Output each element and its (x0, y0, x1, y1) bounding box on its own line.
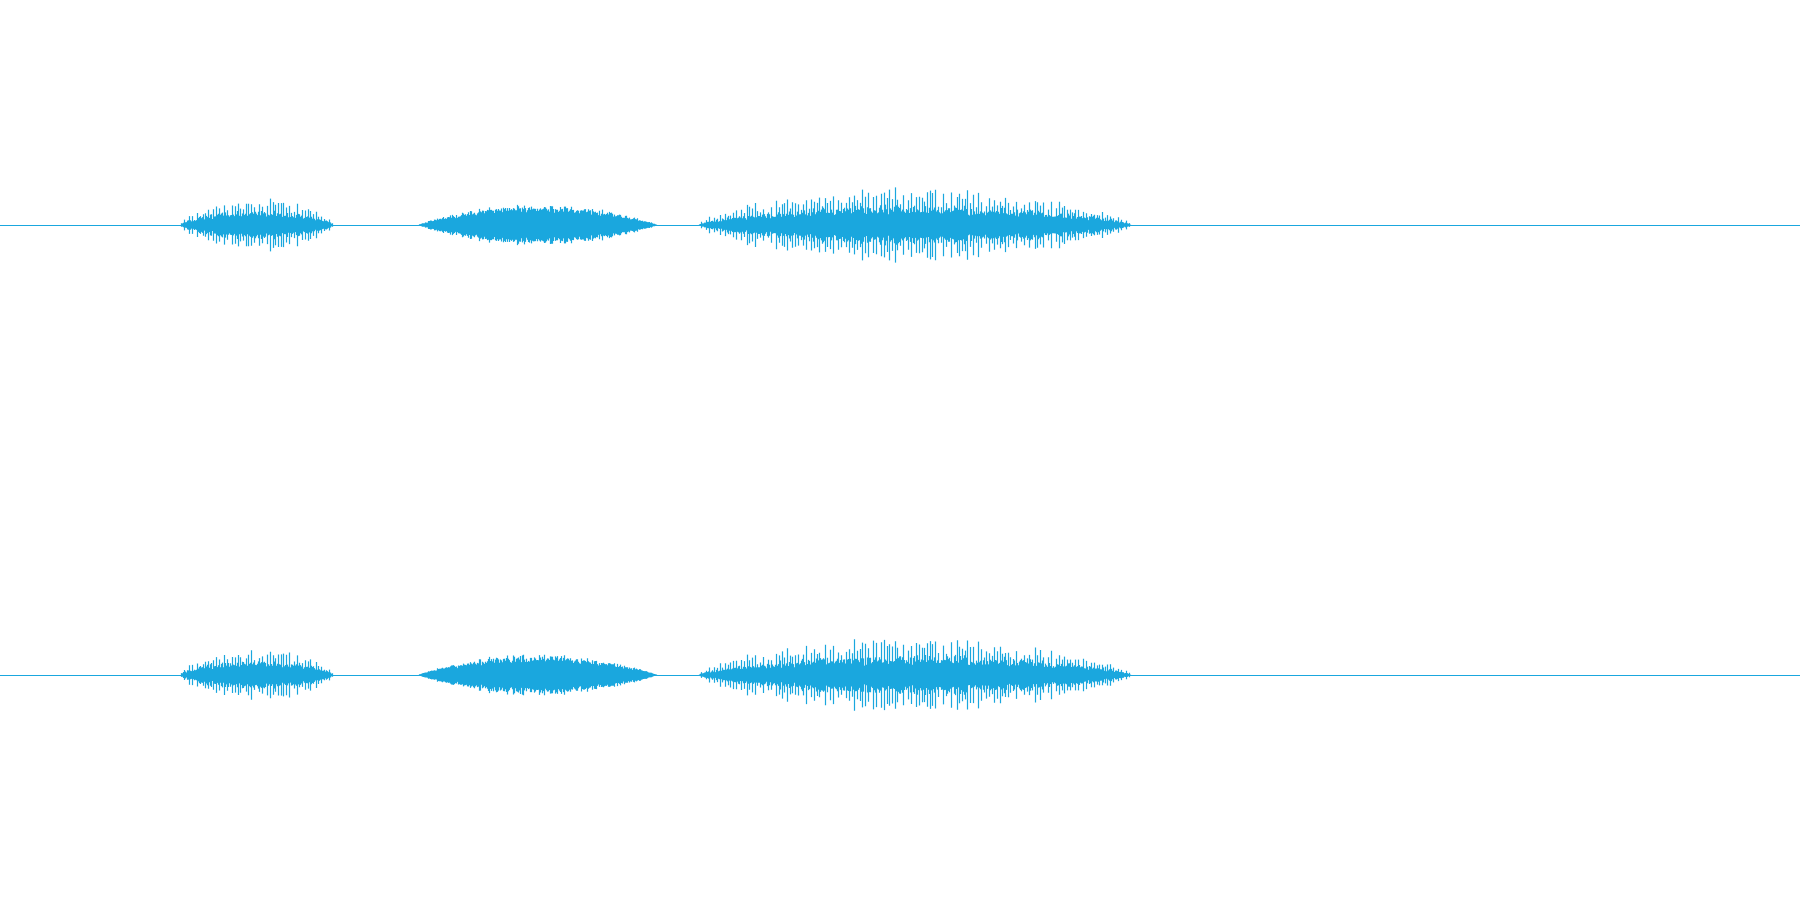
waveform-amplitude (180, 639, 1132, 711)
waveform-channel-1 (0, 187, 1800, 263)
waveform-channel-2 (0, 639, 1800, 711)
waveform-amplitude (180, 187, 1132, 263)
